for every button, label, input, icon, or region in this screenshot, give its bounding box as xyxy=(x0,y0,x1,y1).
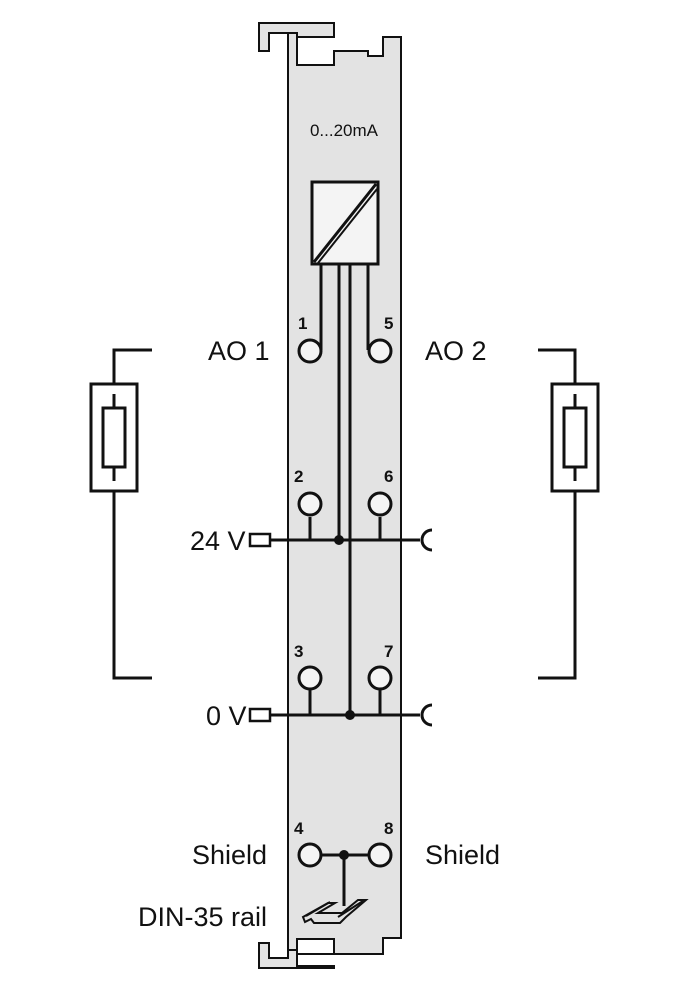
junction-shield xyxy=(339,850,349,860)
junction-0v xyxy=(345,710,355,720)
ground-0v-label: 0 V xyxy=(206,701,247,731)
supply-24v-label: 24 V xyxy=(190,526,246,556)
terminal-6-number: 6 xyxy=(384,467,393,486)
terminal-2[interactable] xyxy=(297,491,323,517)
housing-notches xyxy=(296,938,335,966)
resistor-load-icon xyxy=(89,348,152,680)
din-rail-label: DIN-35 rail xyxy=(138,902,267,932)
terminal-1-number: 1 xyxy=(298,314,307,333)
terminal-3-number: 3 xyxy=(294,642,303,661)
terminal-2-number: 2 xyxy=(294,467,303,486)
ground-0v-socket-icon xyxy=(420,703,433,727)
terminal-5[interactable] xyxy=(367,338,393,364)
terminal-5-number: 5 xyxy=(384,314,393,333)
ground-0v-plug-icon xyxy=(248,707,272,723)
channel-ao1-label: AO 1 xyxy=(208,336,270,366)
junction-24v xyxy=(334,535,344,545)
din-rail-icon xyxy=(301,899,369,924)
terminal-8[interactable] xyxy=(367,842,393,868)
terminal-4-number: 4 xyxy=(294,819,304,838)
d-a-converter-icon xyxy=(310,180,380,266)
terminal-4[interactable] xyxy=(297,842,323,868)
terminal-3[interactable] xyxy=(297,665,323,691)
resistor-load-icon xyxy=(538,348,600,680)
terminal-1[interactable] xyxy=(297,338,323,364)
terminal-8-number: 8 xyxy=(384,819,393,838)
shield-right-label: Shield xyxy=(425,840,500,870)
supply-24v-plug-icon xyxy=(248,532,272,548)
signal-range-label: 0...20mA xyxy=(310,121,379,140)
shield-left-label: Shield xyxy=(192,840,267,870)
terminal-6[interactable] xyxy=(367,491,393,517)
terminal-7[interactable] xyxy=(367,665,393,691)
terminal-7-number: 7 xyxy=(384,642,393,661)
supply-24v-socket-icon xyxy=(420,528,433,552)
channel-ao2-label: AO 2 xyxy=(425,336,487,366)
